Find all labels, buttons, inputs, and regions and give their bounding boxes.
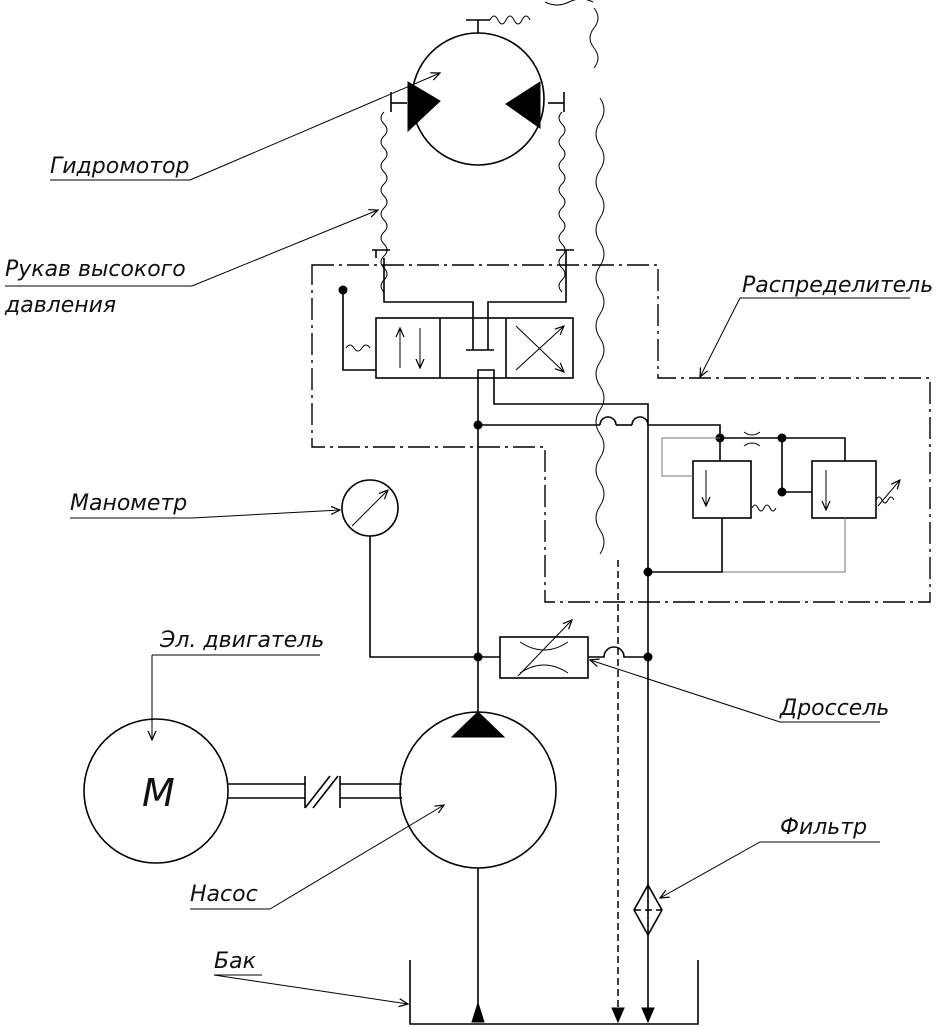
motor-letter: M — [142, 771, 175, 815]
label-manometer: Манометр — [70, 491, 187, 516]
label-tank: Бак — [214, 949, 257, 974]
hydraulic-motor-symbol — [390, 19, 565, 166]
drain-wavy-top — [489, 15, 531, 25]
shaft-coupling — [228, 775, 402, 809]
directional-valve — [375, 317, 574, 379]
relief-valve — [643, 431, 900, 577]
hose-right — [558, 111, 566, 293]
label-filter: Фильтр — [780, 815, 867, 840]
filter-symbol — [633, 883, 663, 937]
distributor-outline — [311, 264, 931, 603]
label-pump: Насос — [190, 882, 258, 907]
electric-motor-symbol — [83, 718, 229, 864]
drain-wavy-long-1 — [544, 0, 599, 69]
manometer-symbol — [341, 479, 500, 662]
label-throttle: Дроссель — [779, 696, 889, 721]
pump-symbol — [399, 711, 557, 1023]
label-hose-line2: давления — [4, 293, 116, 318]
label-hose-line1: Рукав высокого — [5, 257, 186, 282]
label-distributor: Распределитель — [742, 273, 933, 298]
leader-lines — [5, 73, 910, 1004]
label-electric-motor: Эл. двигатель — [159, 628, 324, 653]
tank-symbol — [409, 960, 699, 1025]
drain-wavy-long-2 — [595, 97, 605, 555]
label-hydraulic-motor: Гидромотор — [50, 154, 190, 179]
throttle-symbol — [499, 620, 653, 679]
hose-left — [380, 111, 388, 293]
